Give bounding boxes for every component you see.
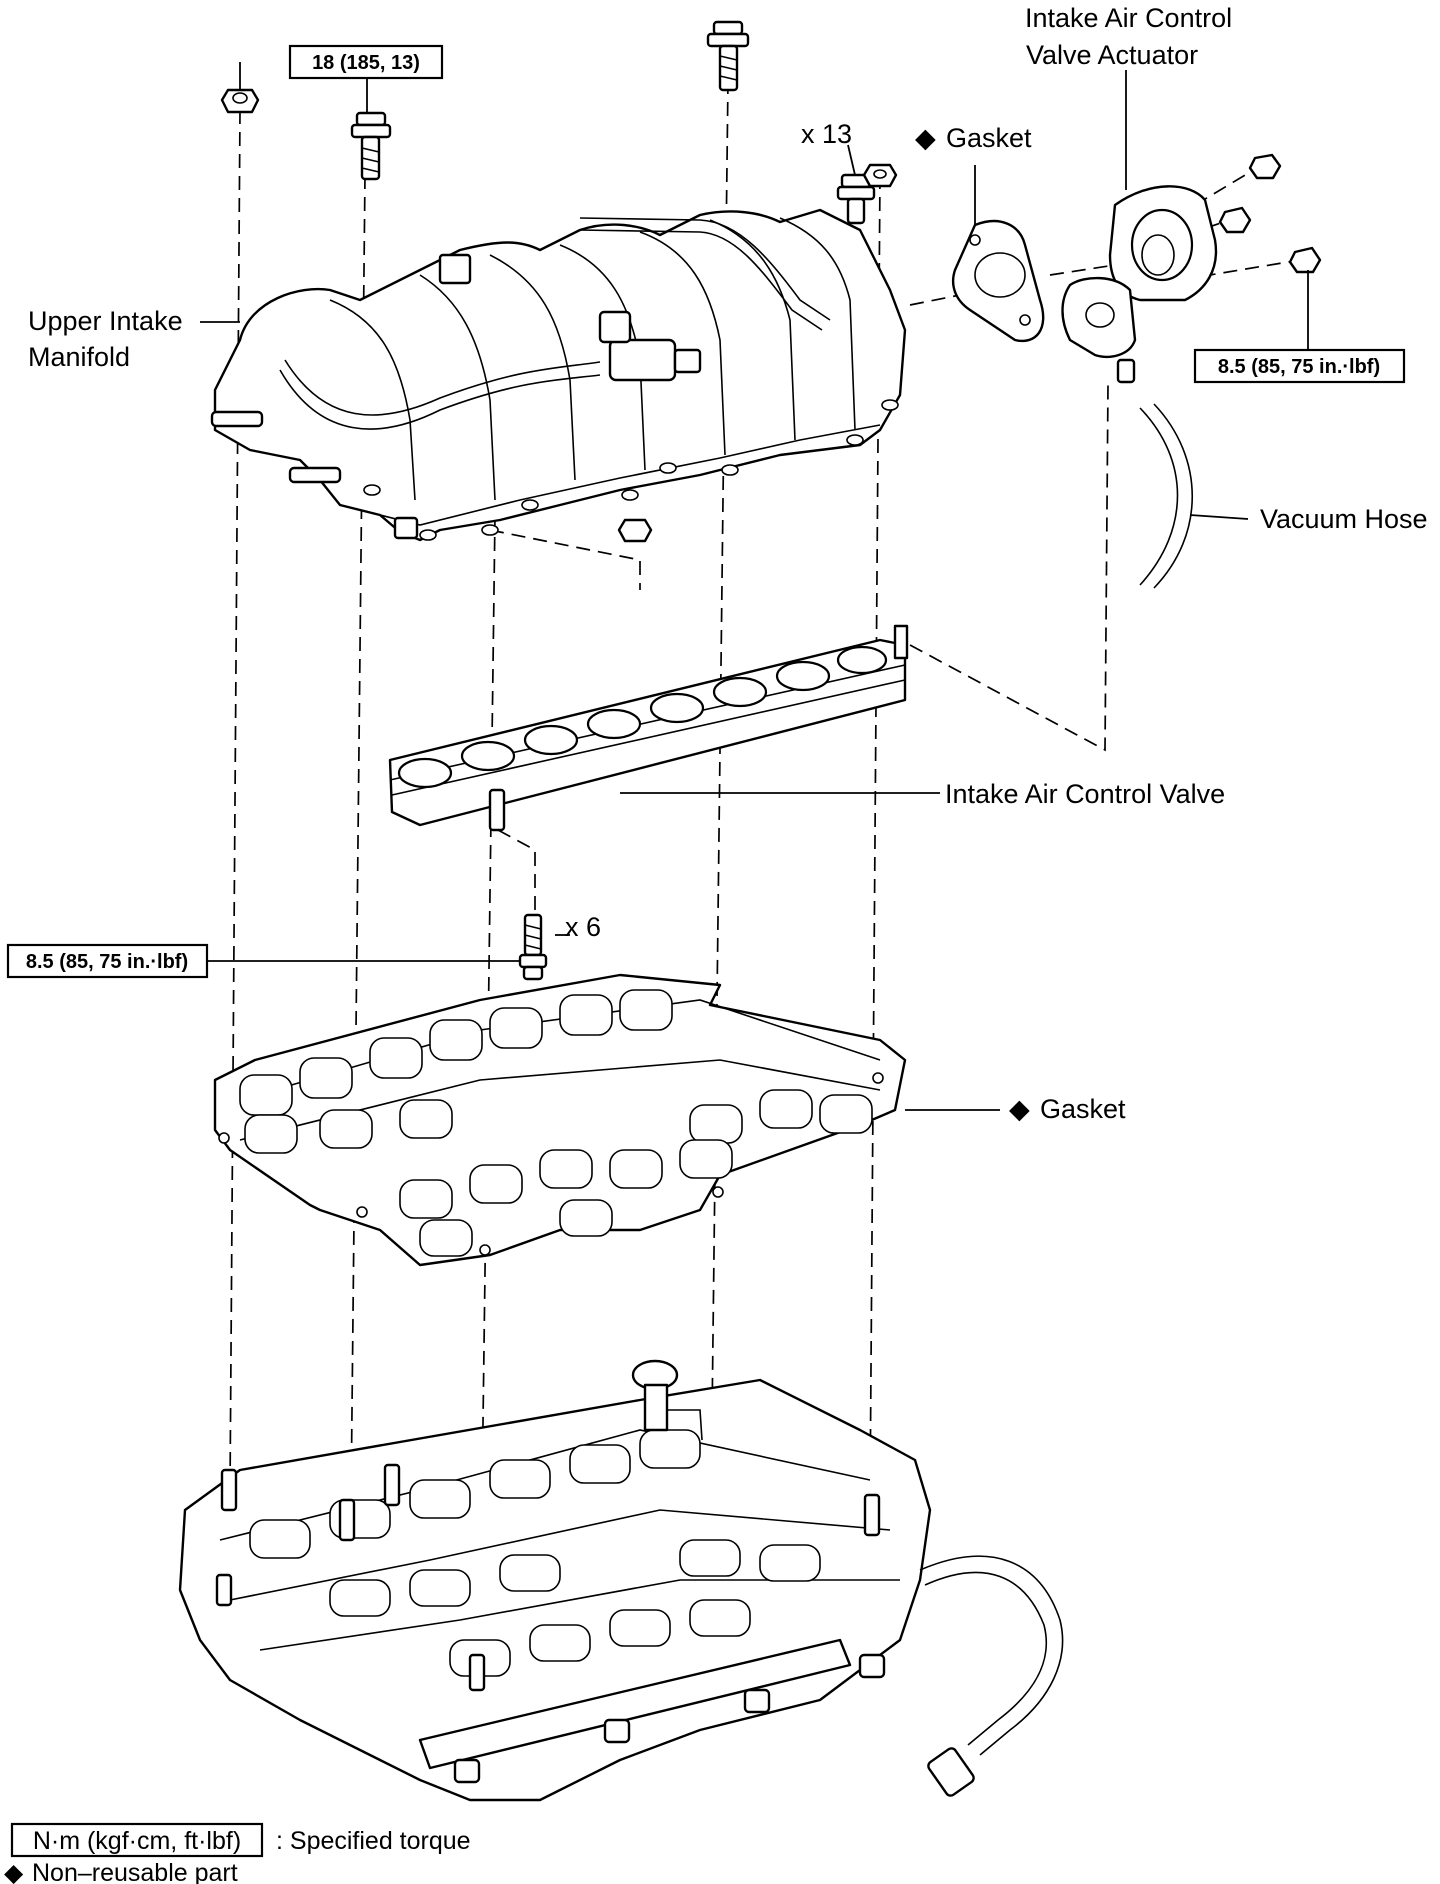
label-upper-manifold-line1: Upper Intake	[28, 306, 183, 336]
torque-box-valve: 8.5 (85, 75 in.·lbf)	[6, 943, 209, 979]
leader-lines	[200, 62, 1309, 1111]
label-qty-13: x 13	[801, 119, 852, 149]
bolt-x13	[836, 173, 876, 225]
torque-valve-text: 8.5 (85, 75 in.·lbf)	[26, 951, 188, 973]
manifold-gasket	[213, 973, 907, 1267]
label-intake-air-control-valve: Intake Air Control Valve	[945, 779, 1225, 809]
legend-nonreusable-icon: ◆	[4, 1859, 24, 1884]
bolt-x6	[518, 913, 548, 981]
torque-top-text: 18 (185, 13)	[312, 52, 420, 74]
nut-top-left	[220, 88, 260, 114]
vacuum-hose	[1139, 403, 1193, 589]
label-vacuum-hose: Vacuum Hose	[1260, 504, 1428, 534]
bolt-top-left	[350, 111, 392, 181]
legend: N·m (kgf·cm, ft·lbf) : Specified torque …	[4, 1822, 471, 1884]
label-gasket-mid: Gasket	[1040, 1094, 1126, 1124]
legend-unit-desc: : Specified torque	[276, 1827, 471, 1855]
intake-air-control-valve-actuator	[1061, 185, 1218, 384]
label-qty-6: x 6	[565, 912, 601, 942]
legend-nonreusable: Non–reusable part	[32, 1859, 238, 1884]
bolt-top-center	[706, 20, 750, 92]
nut-under-manifold	[617, 518, 653, 543]
label-actuator-line1: Intake Air Control	[1025, 3, 1232, 33]
legend-unit-box: N·m (kgf·cm, ft·lbf)	[33, 1827, 241, 1855]
nut-x13-right	[862, 163, 898, 188]
intake-air-control-valve	[388, 624, 909, 832]
label-upper-manifold-line2: Manifold	[28, 342, 130, 372]
torque-box-top: 18 (185, 13)	[288, 44, 444, 80]
label-actuator-line2: Valve Actuator	[1026, 40, 1198, 70]
torque-actuator-text: 8.5 (85, 75 in.·lbf)	[1218, 356, 1380, 378]
nonreusable-marker-icon-2: ◆	[1009, 1094, 1030, 1124]
actuator-nuts	[1218, 153, 1322, 274]
lower-intake-manifold	[178, 1359, 1064, 1802]
label-gasket-top: Gasket	[946, 123, 1032, 153]
nonreusable-marker-icon: ◆	[915, 123, 936, 153]
actuator-gasket	[951, 219, 1045, 343]
upper-intake-manifold	[210, 208, 907, 542]
torque-box-actuator: 8.5 (85, 75 in.·lbf)	[1193, 348, 1406, 384]
